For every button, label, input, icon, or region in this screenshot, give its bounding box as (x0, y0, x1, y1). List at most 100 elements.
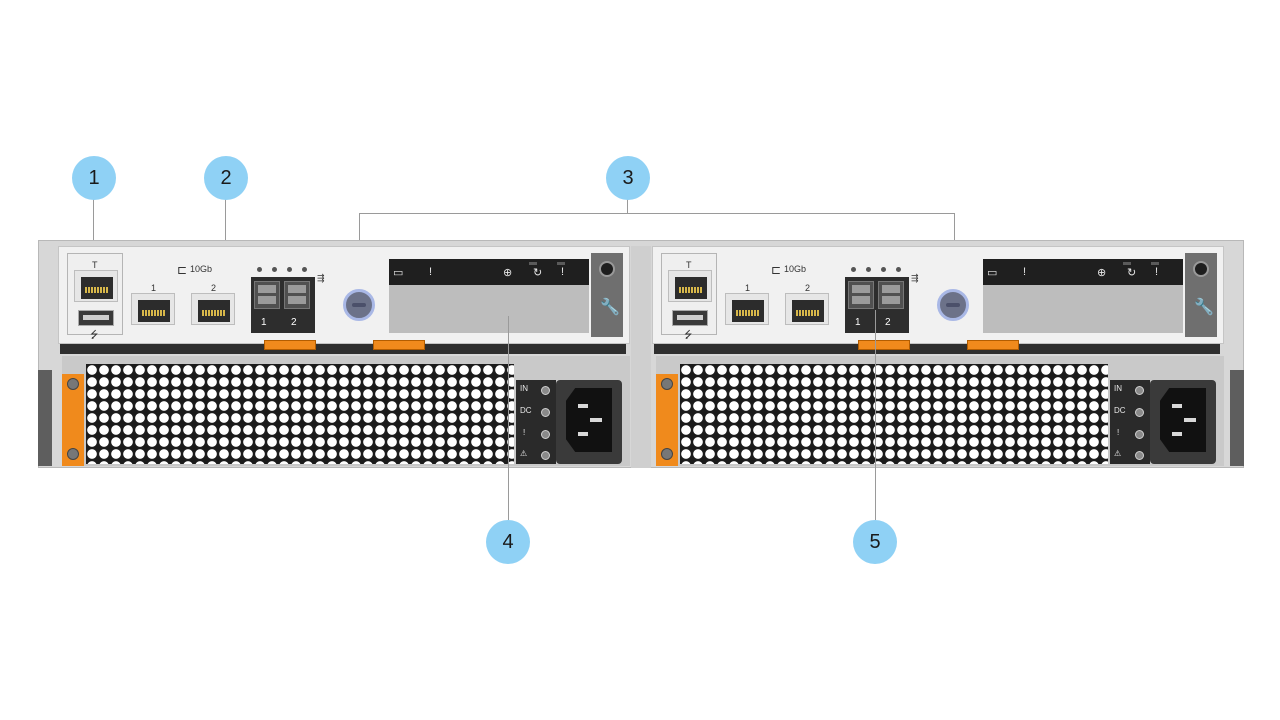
identify-button[interactable] (1193, 261, 1209, 277)
power-icon: ⊕ (503, 267, 513, 279)
ac-power-inlet[interactable] (1150, 380, 1216, 464)
warning-label: ⚠ (520, 449, 528, 458)
psu-status-leds: IN DC ! ⚠ (1110, 380, 1150, 464)
wrench-icon: 🔧 (1194, 299, 1214, 316)
reset-icon: ↻ (533, 267, 543, 279)
psu-led (541, 386, 550, 395)
psu-status-leds: IN DC ! ⚠ (516, 380, 556, 464)
fault-icon: ! (1155, 266, 1159, 278)
port-led (257, 267, 262, 272)
sfp-port-1-label: 1 (261, 317, 267, 328)
controller-status-panel: ▭ ! ⊕ ↻ ! (983, 259, 1183, 333)
port-2-label: 2 (805, 283, 811, 293)
sas-port-icon: ⇶ (911, 273, 919, 283)
psu-handle[interactable] (656, 374, 678, 466)
sas-expansion-knob[interactable] (937, 289, 969, 321)
port-led (272, 267, 277, 272)
identify-button[interactable] (599, 261, 615, 277)
management-port-bay: T ⭍ (661, 253, 717, 341)
status-led (529, 262, 537, 265)
release-latch[interactable] (373, 340, 425, 350)
psu-handle[interactable] (62, 374, 84, 466)
host-sfp-ports: 1 2 (251, 277, 315, 333)
cache-icon: ! (429, 266, 433, 278)
management-ethernet-port[interactable] (668, 270, 712, 302)
ethernet-port-1[interactable] (131, 293, 175, 325)
inlet-pin (578, 432, 588, 436)
usb-port[interactable] (78, 310, 114, 326)
port-2-label: 2 (211, 283, 217, 293)
inlet-pin (1184, 418, 1196, 422)
status-led-strip: ▭ ! ⊕ ↻ ! (983, 259, 1183, 285)
dc-label: DC (1114, 406, 1126, 415)
callout-2: 2 (204, 156, 248, 200)
ac-power-inlet[interactable] (556, 380, 622, 464)
status-led (1123, 262, 1131, 265)
sas-expansion-knob[interactable] (343, 289, 375, 321)
port-led (851, 267, 856, 272)
fault-label: ! (1117, 428, 1120, 437)
port-1-label: 1 (745, 283, 751, 293)
ethernet-port-1[interactable] (725, 293, 769, 325)
sfp-port-2[interactable] (878, 281, 904, 309)
power-supply-b: IN DC ! ⚠ (656, 356, 1224, 466)
release-latch[interactable] (858, 340, 910, 350)
center-divider (631, 246, 651, 468)
inlet-pin (590, 418, 602, 422)
sfp-port-1[interactable] (848, 281, 874, 309)
service-tab[interactable]: 🔧 (1185, 253, 1217, 337)
sas-port-icon: ⇶ (317, 273, 325, 283)
port-led (287, 267, 292, 272)
sfp-port-2[interactable] (284, 281, 310, 309)
host-sfp-ports: 1 2 (845, 277, 909, 333)
dc-label: DC (520, 406, 532, 415)
psu-led (541, 430, 550, 439)
controller-rail (60, 344, 626, 354)
release-latch[interactable] (264, 340, 316, 350)
wrench-icon: 🔧 (600, 299, 620, 316)
callout-3: 3 (606, 156, 650, 200)
leader-line-3-stem (627, 199, 628, 213)
ethernet-port-2[interactable] (785, 293, 829, 325)
leader-line-1 (93, 199, 94, 261)
port-1-label: 1 (151, 283, 157, 293)
sfp-port-1[interactable] (254, 281, 280, 309)
psu-led (541, 451, 550, 460)
status-led (1151, 262, 1159, 265)
management-ethernet-port[interactable] (74, 270, 118, 302)
status-led (557, 262, 565, 265)
sfp-port-2-label: 2 (885, 317, 891, 328)
inlet-pin (1172, 404, 1182, 408)
network-speed-label: 10Gb (784, 264, 807, 274)
usb-port[interactable] (672, 310, 708, 326)
psu-led (541, 408, 550, 417)
power-supply-a: IN DC ! ⚠ (62, 356, 630, 466)
ac-in-label: IN (520, 384, 528, 393)
screw-icon (661, 448, 673, 460)
fault-label: ! (523, 428, 526, 437)
ethernet-port-2[interactable] (191, 293, 235, 325)
controller-a: T ⭍ ⊏ 10Gb 1 2 1 2 ⇶ ▭ (58, 246, 630, 344)
port-led (881, 267, 886, 272)
network-speed-icon: ⊏ (177, 263, 188, 277)
chassis-side-bracket (1230, 370, 1244, 466)
callout-4: 4 (486, 520, 530, 564)
sfp-port-1-label: 1 (855, 317, 861, 328)
psu-led (1135, 430, 1144, 439)
network-speed-icon: ⊏ (771, 263, 782, 277)
inlet-pin (578, 404, 588, 408)
service-tab[interactable]: 🔧 (591, 253, 623, 337)
screw-icon (67, 448, 79, 460)
release-latch[interactable] (967, 340, 1019, 350)
power-icon: ⊕ (1097, 267, 1107, 279)
controller-status-panel: ▭ ! ⊕ ↻ ! (389, 259, 589, 333)
chassis-side-bracket (38, 370, 52, 466)
port-led (866, 267, 871, 272)
controller-b: T ⭍ ⊏ 10Gb 1 2 1 2 ⇶ ▭ (652, 246, 1224, 344)
port-led (896, 267, 901, 272)
psu-fan-grille (680, 364, 1108, 464)
usb-icon: ⭍ (90, 330, 99, 341)
screw-icon (661, 378, 673, 390)
port-led (302, 267, 307, 272)
